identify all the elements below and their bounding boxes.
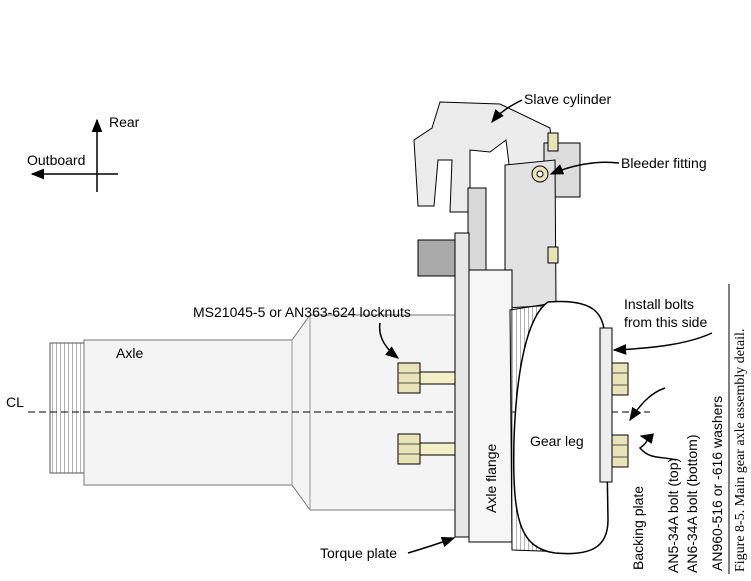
torque-plate [454, 232, 470, 538]
bolt-top-label: AN5-34A bolt (top) [665, 458, 681, 573]
backing-plate [599, 327, 613, 483]
install-bolt-top [611, 362, 629, 396]
backing-plate-label: Backing plate [630, 486, 646, 570]
slave-cylinder-label: Slave cylinder [524, 91, 611, 107]
axle-threads [49, 342, 87, 474]
outboard-label: Outboard [27, 152, 85, 168]
gear-leg [509, 300, 609, 555]
torque-plate-label: Torque plate [320, 545, 397, 561]
axle-flange-label: Axle flange [483, 444, 499, 513]
figure-caption: Figure 8-5. Main gear axle assembly deta… [733, 329, 748, 572]
slave-cylinder [413, 101, 581, 309]
install-bolts-label-2: from this side [624, 314, 707, 330]
direction-compass: Rear Outboard [27, 114, 140, 192]
bolt-bottom-label: AN6-34A bolt (bottom) [684, 434, 700, 573]
rear-label: Rear [109, 114, 140, 130]
install-bolt-bottom [611, 434, 629, 468]
axle-label: Axle [116, 345, 143, 361]
washers-label: AN960-516 or -616 washers [709, 396, 725, 571]
centerline-label: CL [6, 394, 24, 410]
locknut-top [397, 362, 457, 394]
gear-leg-label: Gear leg [530, 433, 584, 449]
locknuts-label: MS21045-5 or AN363-624 locknuts [193, 304, 411, 320]
axle-flange [468, 269, 513, 543]
bleeder-fitting-label: Bleeder fitting [621, 155, 707, 171]
install-bolts-label-1: Install bolts [624, 296, 694, 312]
